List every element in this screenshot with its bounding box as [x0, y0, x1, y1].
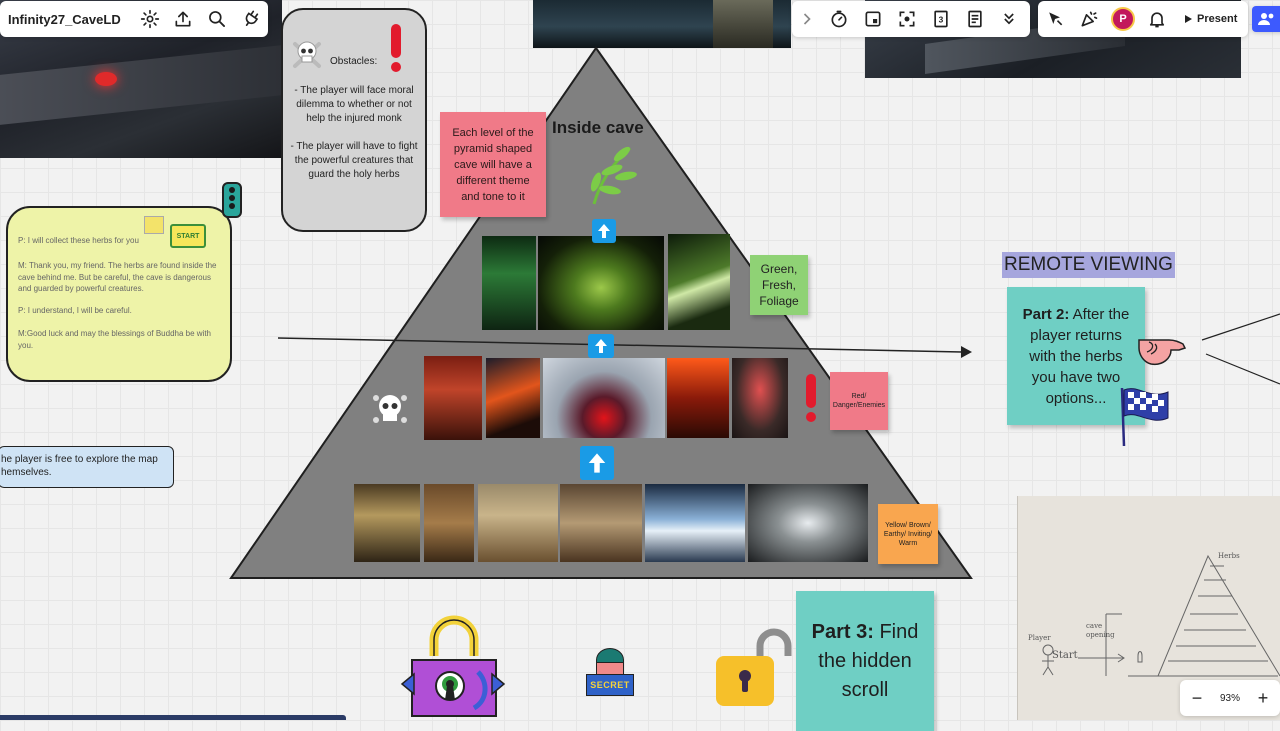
count-icon[interactable]: 3 [924, 1, 958, 37]
part3-note[interactable]: Part 3: Find the hidden scroll [796, 591, 934, 731]
earthy-cave-photo-3 [478, 484, 558, 562]
theme-note-red[interactable]: Red/ Danger/Enemies [830, 372, 888, 430]
green-note-text: Green, Fresh, Foliage [759, 262, 799, 308]
unlocked-padlock-icon [714, 626, 792, 713]
explore-note-text: he player is free to explore the map hem… [1, 454, 158, 478]
earthy-cave-photo-2 [424, 484, 474, 562]
skull-crossbones-icon [291, 38, 323, 75]
start-flag-label: START [176, 232, 200, 240]
green-cave-photo-3 [668, 234, 730, 330]
frame-icon[interactable] [856, 1, 890, 37]
zoom-out-button[interactable]: − [1191, 687, 1203, 708]
dialogue-line-2: M: Thank you, my friend. The herbs are f… [18, 261, 217, 293]
svg-text:3: 3 [939, 14, 944, 24]
padlock-keyhole-sticker [398, 614, 508, 725]
search-icon[interactable] [200, 1, 234, 37]
sketch-drawing [1042, 554, 1280, 677]
red-cave-photo-1 [424, 356, 482, 440]
theme-note-text: Each level of the pyramid shaped cave wi… [452, 126, 534, 203]
green-cave-photo-1 [482, 236, 536, 330]
zoom-controls: − 93% + [1180, 680, 1280, 716]
start-flag-sticker: START [170, 224, 206, 248]
secret-character-sticker: SECRET [584, 646, 636, 698]
celebrate-confetti-icon[interactable] [1072, 1, 1106, 37]
part2-text: After the player returns with the herbs … [1029, 305, 1130, 407]
red-note-text: Red/ Danger/Enemies [832, 393, 886, 409]
green-cave-photo-2 [538, 236, 664, 330]
dialogue-card[interactable]: P: I will collect these herbs for you M:… [6, 206, 232, 382]
focus-capture-icon[interactable] [890, 1, 924, 37]
share-button[interactable] [1252, 6, 1280, 32]
board-title-toolbar: Infinity27_CaveLD [0, 1, 268, 37]
part3-bold: Part 3: [811, 620, 874, 643]
up-arrow-icon [588, 334, 614, 358]
integrations-plug-icon[interactable] [234, 1, 268, 37]
notifications-bell-icon[interactable] [1140, 1, 1174, 37]
zoom-level[interactable]: 93% [1219, 692, 1240, 704]
dialogue-line-1: P: I will collect these herbs for you [18, 236, 139, 245]
up-arrow-icon [592, 219, 616, 243]
remote-viewing-title: REMOTE VIEWING [1002, 252, 1175, 278]
chevron-double-down-icon[interactable] [992, 1, 1026, 37]
chevron-right-icon[interactable] [792, 1, 822, 37]
obstacle-point-2: - The player will have to fight the powe… [290, 141, 418, 180]
traffic-light-icon [222, 182, 242, 218]
timer-icon[interactable] [822, 1, 856, 37]
collab-toolbar: P Present [1038, 1, 1248, 37]
up-arrow-icon [580, 446, 614, 480]
theme-note-green[interactable]: Green, Fresh, Foliage [750, 255, 808, 315]
earthy-cave-photo-1 [354, 484, 420, 562]
theme-note-pink[interactable]: Each level of the pyramid shaped cave wi… [440, 112, 546, 217]
game-screenshot-top-center [533, 0, 791, 48]
lava-photo [486, 358, 540, 438]
present-label: Present [1197, 13, 1238, 25]
blue-cave-photo [645, 484, 745, 562]
users-icon [1258, 13, 1274, 25]
sketch-label-player: Player [1028, 634, 1051, 642]
avatar-initial: P [1111, 7, 1135, 31]
crystal-cave-photo [748, 484, 868, 562]
sketch-label-cave-opening: cave opening [1086, 622, 1115, 639]
secret-badge-label: SECRET [590, 680, 630, 690]
notes-list-icon[interactable] [958, 1, 992, 37]
avatar[interactable]: P [1106, 1, 1140, 37]
settings-gear-icon[interactable] [133, 1, 167, 37]
sketch-label-start: Start [1052, 650, 1078, 661]
exclamation-icon [806, 374, 816, 422]
obstacles-heading: Obstacles: [330, 56, 378, 67]
pointing-hand-icon [1135, 328, 1189, 373]
present-button[interactable]: Present [1184, 13, 1237, 25]
obstacles-card[interactable]: Obstacles: - The player will face moral … [281, 8, 427, 232]
sketch-label-herbs: Herbs [1218, 552, 1240, 560]
board-title[interactable]: Infinity27_CaveLD [8, 11, 121, 27]
explore-note[interactable]: he player is free to explore the map hem… [0, 446, 174, 488]
earthy-cave-photo-4 [560, 484, 642, 562]
orange-note-text: Yellow/ Brown/ Earthy/ Inviting/ Warm [883, 521, 933, 547]
red-cave-photo-2 [667, 358, 729, 438]
play-icon [1185, 15, 1192, 23]
skull-icon [370, 390, 410, 435]
checkered-flag-icon [1116, 382, 1172, 453]
leaf-icon [582, 142, 638, 213]
dialogue-line-3: P: I understand, I will be careful. [18, 306, 132, 315]
obstacle-point-1: - The player will face moral dilemma to … [294, 85, 414, 124]
horizontal-scrollbar[interactable] [0, 715, 346, 720]
part2-bold: Part 2: [1022, 305, 1070, 323]
exclamation-icon [391, 24, 401, 72]
upload-share-icon[interactable] [167, 1, 201, 37]
note-sticker-icon [144, 216, 164, 234]
ice-cave-red-photo [543, 358, 665, 438]
red-cave-photo-3 [732, 358, 788, 438]
part2-note[interactable]: Part 2: After the player returns with th… [1007, 287, 1145, 425]
cursor-reactions-icon[interactable] [1038, 1, 1072, 37]
part3-text: Find the hidden scroll [818, 620, 919, 701]
theme-note-orange[interactable]: Yellow/ Brown/ Earthy/ Inviting/ Warm [878, 504, 938, 564]
pyramid-title: Inside cave [552, 118, 644, 137]
zoom-in-button[interactable]: + [1257, 687, 1269, 708]
tools-toolbar: 3 [792, 1, 1030, 37]
dialogue-line-4: M:Good luck and may the blessings of Bud… [18, 329, 211, 350]
